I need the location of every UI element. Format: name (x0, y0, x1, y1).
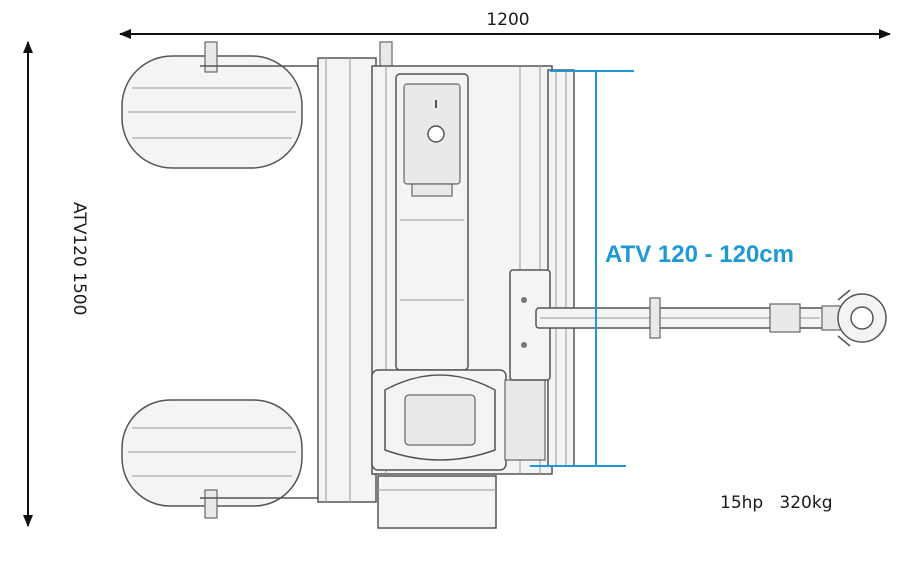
callout-label: ATV 120 - 120cm (605, 241, 794, 268)
width-dimension: 1200 (119, 10, 891, 39)
spec-label: 15hp 320kg (720, 493, 833, 513)
height-dimension: ATV120 1500 (23, 41, 89, 527)
bottom-wheel (121, 399, 303, 507)
top-wheel (121, 55, 303, 169)
callout-bracket (530, 70, 634, 467)
hitch-ring (821, 289, 887, 347)
width-label: 1200 (486, 10, 529, 30)
machine-top-view (121, 41, 887, 529)
drawbar (535, 297, 827, 339)
height-label: ATV120 1500 (69, 202, 89, 315)
